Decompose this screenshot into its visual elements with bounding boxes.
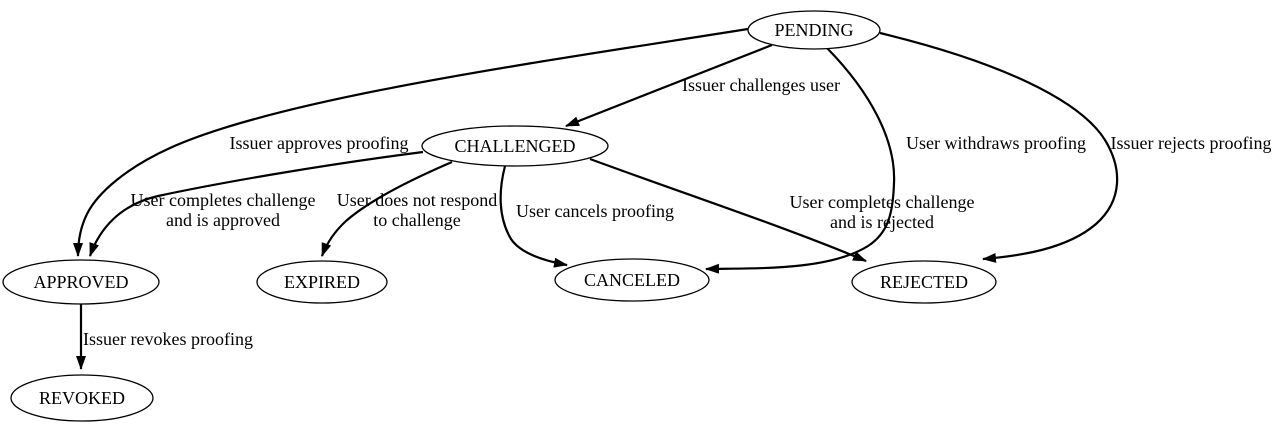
canceled-label: CANCELED [584, 270, 680, 290]
edge-challenged-canceled: User cancels proofing [499, 165, 674, 268]
edge-approved-revoked-label: Issuer revokes proofing [83, 329, 253, 349]
edge-challenged-rejected-label-line1: User completes challenge [790, 192, 975, 212]
edge-pending-approved-path [73, 27, 749, 257]
edge-challenged-canceled-label: User cancels proofing [516, 201, 674, 221]
node-pending: PENDING [747, 10, 881, 50]
node-revoked: REVOKED [10, 374, 154, 422]
edge-pending-rejected-path [879, 31, 1119, 263]
node-rejected: REJECTED [851, 260, 997, 304]
edge-challenged-canceled-path [499, 165, 568, 268]
edge-pending-rejected: Issuer rejects proofing [879, 31, 1272, 263]
edge-challenged-rejected-path [589, 157, 867, 263]
edge-pending-challenged-path [565, 43, 773, 128]
edge-challenged-rejected-label-line2: and is rejected [830, 212, 934, 232]
pending-label: PENDING [775, 20, 854, 40]
edge-approved-revoked: Issuer revokes proofing [76, 304, 253, 370]
edge-pending-approved: Issuer approves proofing [73, 27, 749, 257]
edge-challenged-expired: User does not respond to challenge [320, 160, 497, 257]
expired-ellipse [256, 260, 388, 304]
canceled-ellipse [554, 258, 710, 302]
edge-challenged-expired-label-line1: User does not respond [337, 190, 497, 210]
edge-pending-challenged-label: Issuer challenges user [682, 75, 840, 95]
edge-challenged-approved: User completes challenge and is approved [88, 150, 424, 257]
revoked-ellipse [10, 374, 154, 422]
challenged-ellipse [421, 125, 609, 167]
node-approved: APPROVED [2, 259, 160, 305]
rejected-label: REJECTED [880, 272, 968, 292]
edge-pending-rejected-label: Issuer rejects proofing [1111, 133, 1272, 153]
approved-ellipse [2, 259, 160, 305]
edge-challenged-approved-path [88, 150, 424, 257]
edge-challenged-expired-label-line2: to challenge [373, 210, 460, 230]
challenged-label: CHALLENGED [455, 136, 576, 156]
node-challenged: CHALLENGED [421, 125, 609, 167]
pending-ellipse [747, 10, 881, 50]
edge-pending-canceled-label: User withdraws proofing [906, 133, 1086, 153]
edge-challenged-expired-path [320, 160, 453, 257]
edge-pending-canceled: User withdraws proofing [705, 47, 1086, 274]
node-expired: EXPIRED [256, 260, 388, 304]
edge-challenged-rejected: User completes challenge and is rejected [589, 157, 975, 263]
edge-pending-canceled-path [705, 47, 896, 274]
expired-label: EXPIRED [284, 272, 360, 292]
revoked-label: REVOKED [39, 388, 125, 408]
node-canceled: CANCELED [554, 258, 710, 302]
rejected-ellipse [851, 260, 997, 304]
approved-label: APPROVED [33, 272, 128, 292]
edge-challenged-approved-label-line1: User completes challenge [131, 190, 316, 210]
edge-challenged-approved-label-line2: and is approved [166, 210, 280, 230]
edge-pending-challenged: Issuer challenges user [565, 43, 840, 128]
edge-pending-approved-label: Issuer approves proofing [230, 133, 409, 153]
